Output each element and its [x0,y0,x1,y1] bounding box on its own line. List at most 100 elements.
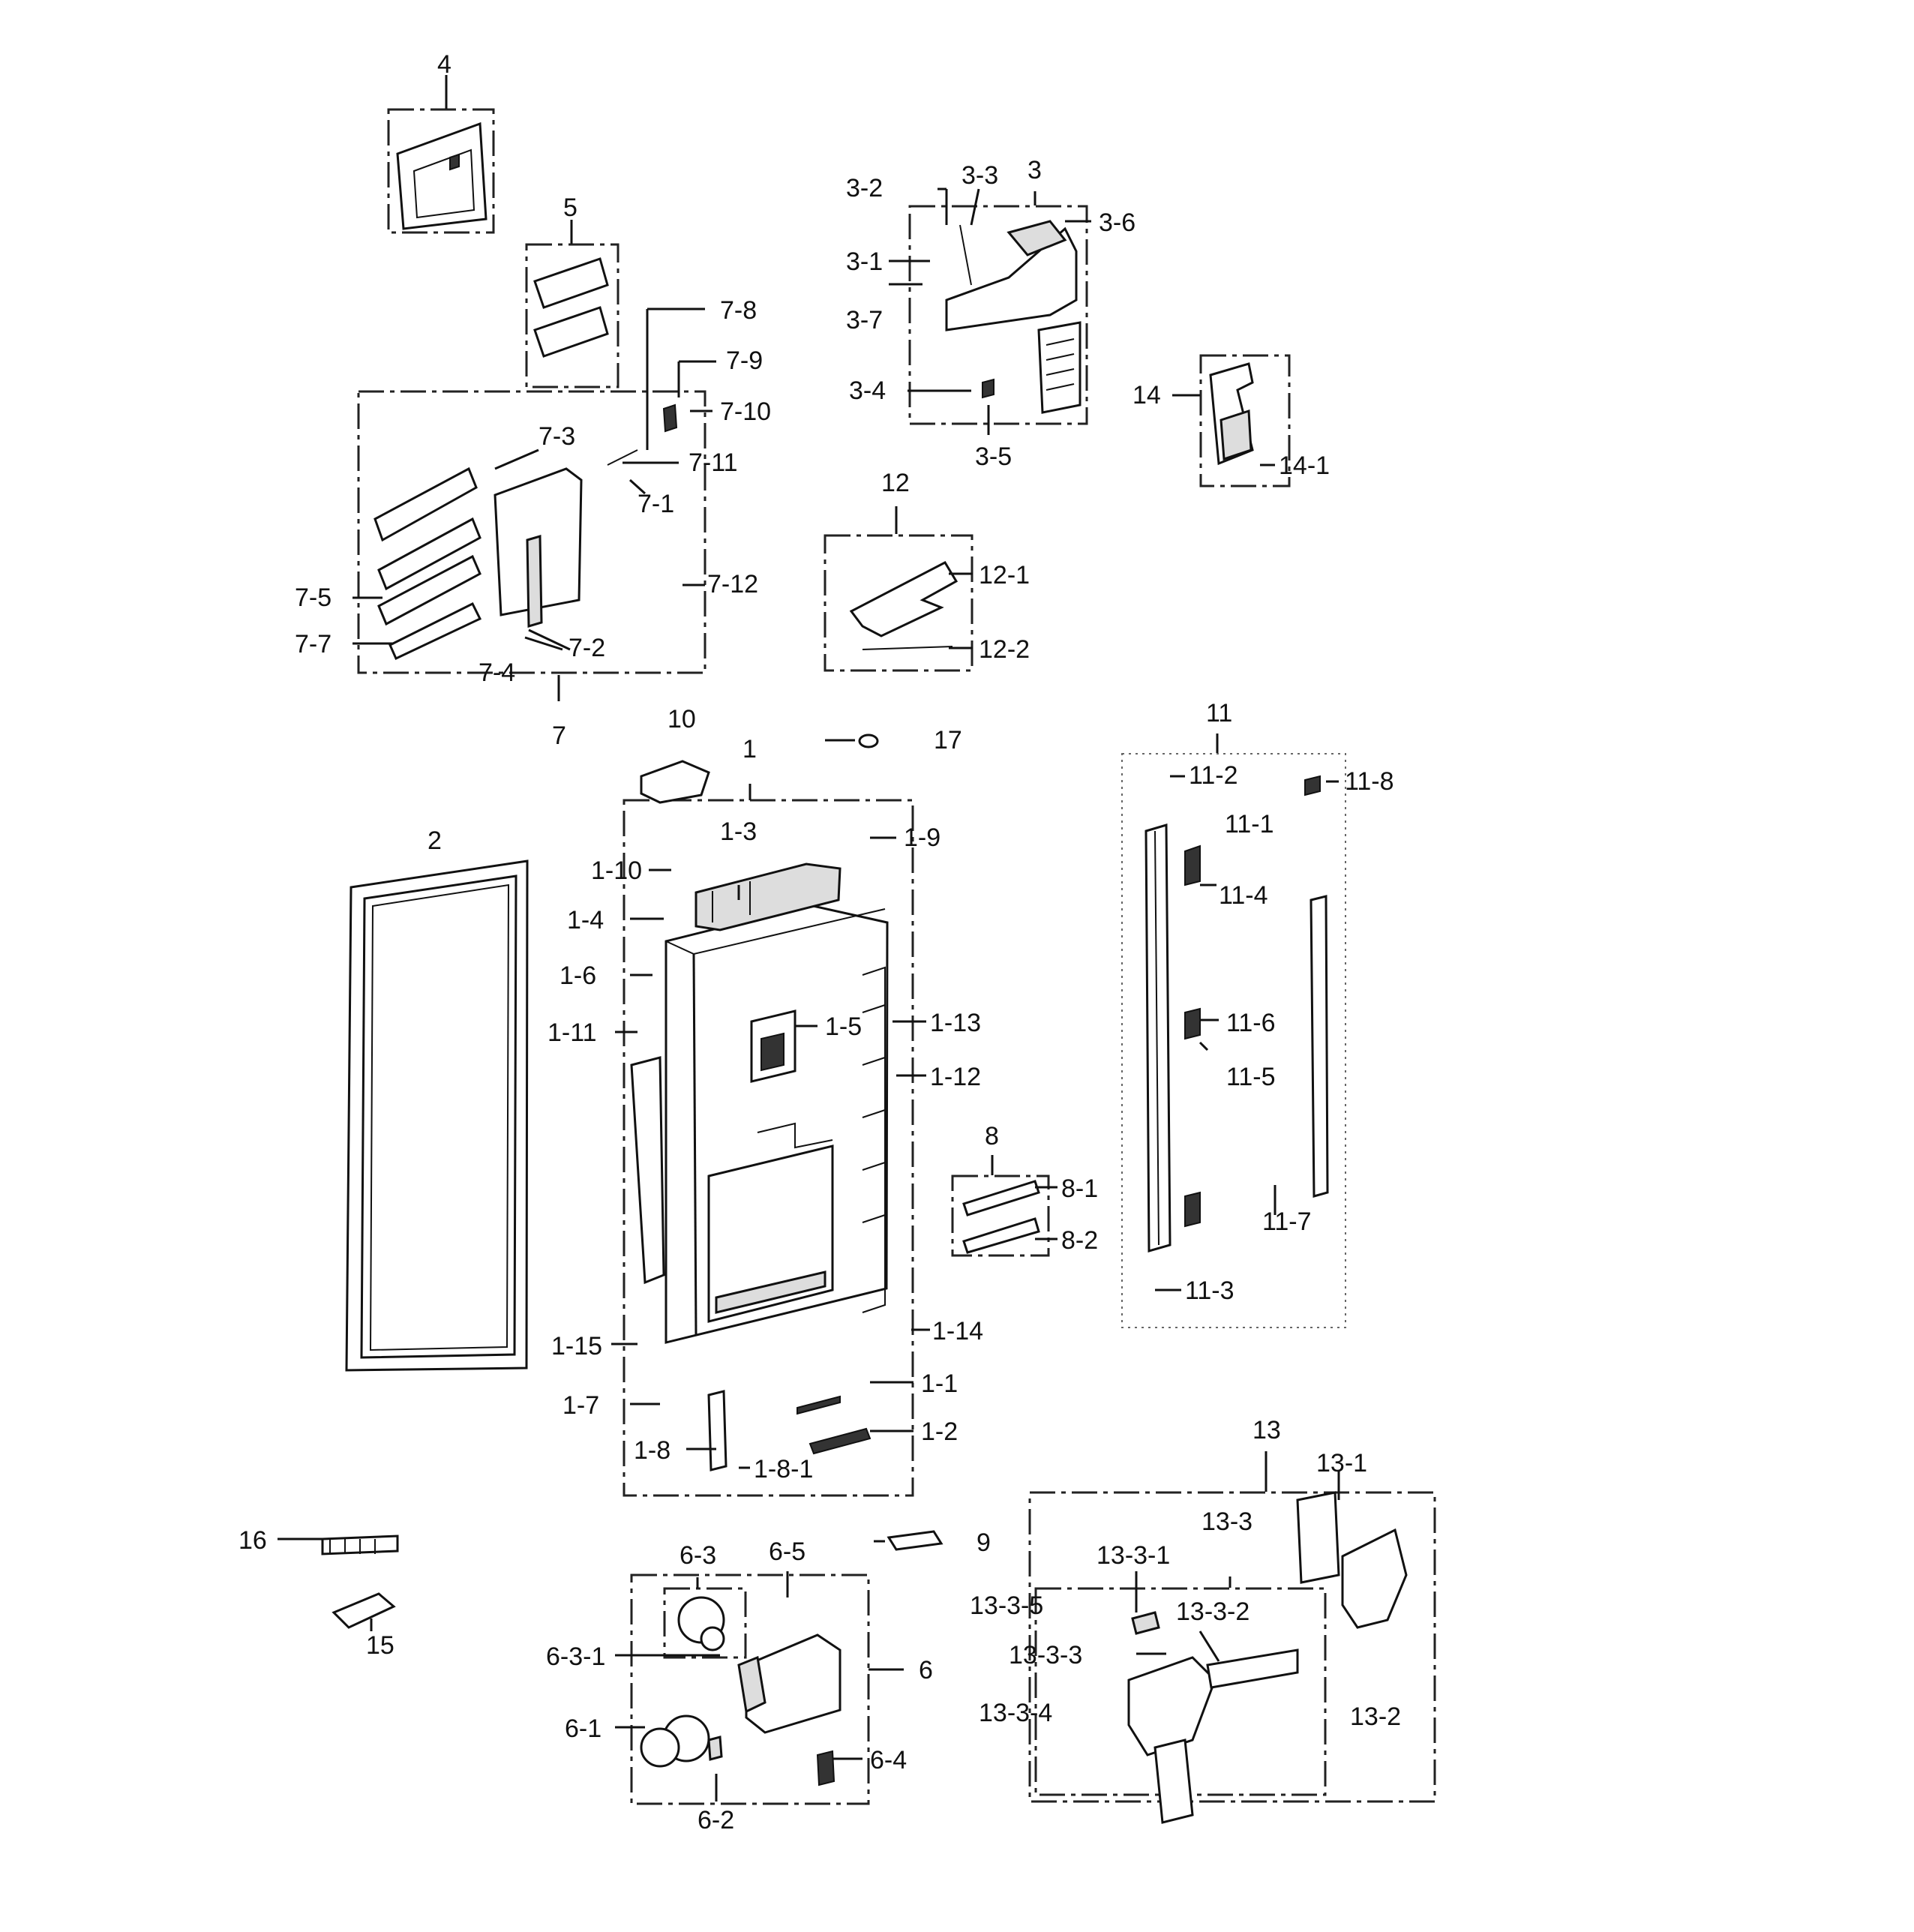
label-4: 4 [437,50,452,79]
label-12-1: 12-1 [979,561,1030,590]
label-13-3-2: 13-3-2 [1176,1598,1250,1626]
label-13-3-4: 13-3-4 [979,1699,1052,1727]
box-14 [1199,354,1291,488]
label-11-1: 11-1 [1225,810,1274,838]
label-7-8: 7-8 [720,296,757,325]
label-3-3: 3-3 [962,161,998,190]
part-hinge-rail-11 [1144,775,1329,1252]
label-7-10: 7-10 [720,398,771,426]
part-dispenser-motor-6 [640,1596,842,1786]
label-5: 5 [563,194,578,222]
label-10: 10 [668,705,696,734]
box-7 [357,390,706,674]
label-7-12: 7-12 [707,570,758,598]
label-1-5: 1-5 [825,1012,862,1041]
label-6-5: 6-5 [769,1538,806,1566]
label-11-2: 11-2 [1189,761,1238,790]
label-3-1: 3-1 [846,248,883,276]
part-heater-12 [849,561,958,650]
box-13 [1028,1491,1436,1803]
label-11-8: 11-8 [1345,767,1394,796]
part-door-gasket [345,860,529,1372]
label-1-8: 1-8 [634,1436,670,1465]
label-1-7: 1-7 [562,1391,599,1420]
label-1-9: 1-9 [904,824,940,852]
label-11-6: 11-6 [1226,1009,1276,1037]
label-7-5: 7-5 [295,584,332,612]
label-16: 16 [238,1526,267,1555]
label-3-7: 3-7 [846,306,883,334]
label-3-4: 3-4 [849,376,886,405]
label-9: 9 [976,1528,991,1557]
label-1-2: 1-2 [921,1418,958,1446]
part-door-guards [374,404,678,661]
part-bins [396,122,609,358]
label-13-2: 13-2 [1350,1702,1401,1731]
part-door-liner [630,862,889,1344]
label-1-11: 1-11 [548,1018,597,1047]
label-6-3-1: 6-3-1 [546,1642,605,1671]
box-6-3 [663,1587,747,1659]
label-13: 13 [1252,1416,1281,1444]
label-13-3-3: 13-3-3 [1009,1641,1082,1670]
label-1-14: 1-14 [932,1317,983,1346]
part-dispenser-13 [1127,1491,1408,1824]
label-7-9: 7-9 [726,346,763,375]
label-1-15: 1-15 [551,1332,602,1360]
label-7-1: 7-1 [638,490,674,518]
label-12: 12 [881,469,910,497]
label-7-4: 7-4 [478,658,515,687]
label-1-8-1: 1-8-1 [754,1455,813,1484]
part-top-cap-10 [640,734,879,804]
label-1: 1 [742,735,757,764]
label-3-6: 3-6 [1099,208,1136,237]
part-shelves-8 [962,1180,1040,1254]
part-misc-small [321,1390,944,1629]
label-6-1: 6-1 [565,1714,602,1743]
label-11-4: 11-4 [1219,881,1268,910]
label-1-3: 1-3 [720,818,757,846]
box-8 [951,1174,1050,1257]
label-11-3: 11-3 [1185,1276,1234,1305]
label-2: 2 [428,826,442,855]
label-12-2: 12-2 [979,635,1030,664]
box-5 [525,243,620,388]
label-14: 14 [1132,381,1161,410]
label-1-10: 1-10 [591,856,642,885]
label-13-3: 13-3 [1202,1508,1252,1536]
label-6: 6 [919,1656,933,1684]
label-7-2: 7-2 [568,634,605,662]
box-3 [908,205,1088,425]
label-8-2: 8-2 [1061,1226,1098,1255]
part-ice-maker-assembly [945,220,1082,414]
label-13-3-1: 13-3-1 [1096,1541,1170,1570]
label-15: 15 [366,1631,394,1660]
label-1-4: 1-4 [567,906,604,934]
label-7: 7 [552,722,566,750]
box-12 [824,534,974,672]
box-4 [387,108,495,234]
leader-lines [278,75,1340,1802]
label-1-13: 1-13 [930,1009,981,1037]
box-1 [622,799,914,1497]
label-11: 11 [1206,699,1232,728]
callout-labels: 4 5 3 3-2 3-3 3-6 3-1 3-7 3-4 3-5 14 14-… [238,50,1401,1834]
label-3-5: 3-5 [975,442,1012,471]
label-7-11: 7-11 [688,448,738,477]
label-6-4: 6-4 [870,1746,907,1774]
label-6-3: 6-3 [680,1541,716,1570]
label-13-3-5: 13-3-5 [970,1592,1043,1620]
label-14-1: 14-1 [1279,452,1330,480]
part-cover-14 [1209,362,1254,466]
label-11-5: 11-5 [1226,1063,1276,1091]
label-17: 17 [934,726,962,754]
label-1-12: 1-12 [930,1063,981,1091]
label-7-3: 7-3 [538,422,575,451]
label-1-6: 1-6 [560,962,596,990]
label-1-1: 1-1 [921,1370,958,1398]
box-6 [630,1574,870,1805]
label-11-7: 11-7 [1262,1208,1312,1236]
label-7-7: 7-7 [295,630,332,658]
label-6-2: 6-2 [698,1806,734,1834]
